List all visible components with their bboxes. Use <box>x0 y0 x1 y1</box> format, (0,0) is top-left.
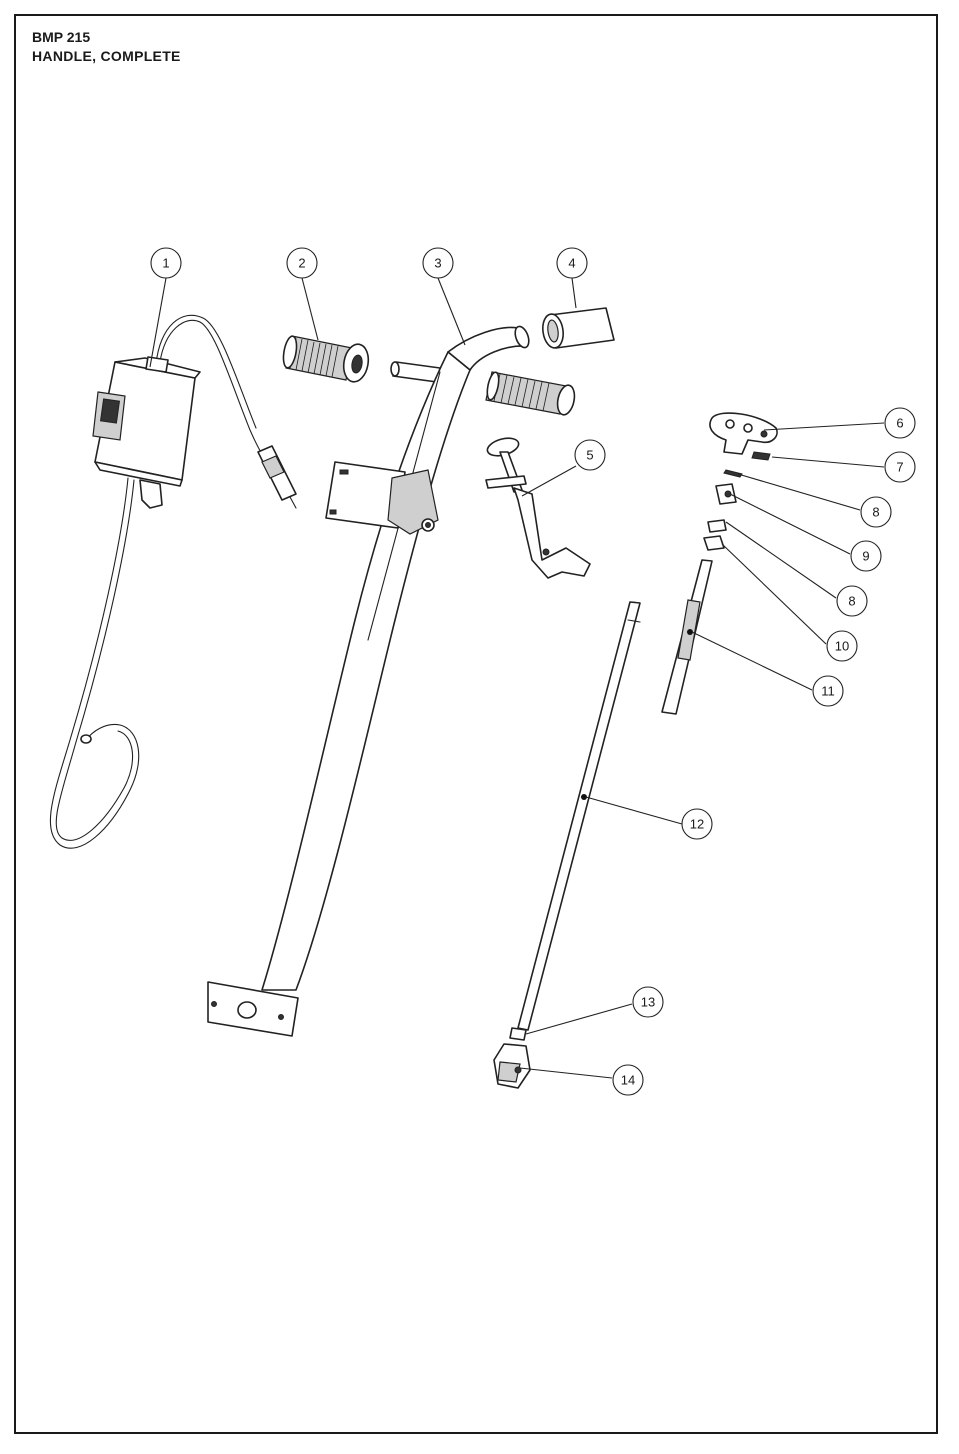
callout-8-upper-label: 8 <box>872 505 879 520</box>
callout-12-label: 12 <box>690 817 704 832</box>
callout-13: 13 <box>632 986 664 1018</box>
callout-14-label: 14 <box>621 1073 635 1088</box>
callout-4: 4 <box>556 247 588 279</box>
callout-10: 10 <box>826 630 858 662</box>
callout-10-label: 10 <box>835 639 849 654</box>
part-3-handle-frame <box>207 325 576 1037</box>
leader-lines <box>149 277 885 1079</box>
part-9-block <box>715 483 737 505</box>
callout-6-label: 6 <box>896 416 903 431</box>
part-11-shaft <box>661 559 713 715</box>
part-12-rod <box>517 601 641 1031</box>
callout-11: 11 <box>812 675 844 707</box>
drawing-title: HANDLE, COMPLETE <box>32 48 181 64</box>
callout-8-lower-label: 8 <box>848 594 855 609</box>
callout-9: 9 <box>850 540 882 572</box>
model-number: BMP 215 <box>32 29 91 45</box>
part-5-lever <box>485 437 591 579</box>
part-7-pin <box>751 451 771 461</box>
part-4-sleeve <box>542 307 615 349</box>
part-10-nut <box>703 535 725 551</box>
part-14-clevis <box>493 1043 531 1089</box>
callout-3-label: 3 <box>434 256 441 271</box>
callout-7-label: 7 <box>896 460 903 475</box>
part-8-washer-upper <box>723 469 743 478</box>
callout-3: 3 <box>422 247 454 279</box>
callout-13-label: 13 <box>641 995 655 1010</box>
callout-12: 12 <box>681 808 713 840</box>
callout-9-label: 9 <box>862 549 869 564</box>
callout-2: 2 <box>286 247 318 279</box>
callout-14: 14 <box>612 1064 644 1096</box>
part-8-washer-lower <box>707 519 727 533</box>
callout-8-upper: 8 <box>860 496 892 528</box>
part-2-grip <box>282 335 370 383</box>
callout-4-label: 4 <box>568 256 575 271</box>
callout-6: 6 <box>884 407 916 439</box>
part-6-top-lever <box>709 412 778 455</box>
callout-11-label: 11 <box>821 684 835 699</box>
title-block: BMP 215 HANDLE, COMPLETE <box>32 28 181 66</box>
callout-5: 5 <box>574 439 606 471</box>
part-13-collar <box>509 1027 527 1041</box>
callout-1: 1 <box>150 247 182 279</box>
callout-5-label: 5 <box>586 448 593 463</box>
part-1-switch-box <box>49 314 297 849</box>
callout-1-label: 1 <box>162 256 169 271</box>
drawing-frame <box>14 14 938 1434</box>
callout-7: 7 <box>884 451 916 483</box>
callout-8-lower: 8 <box>836 585 868 617</box>
callout-2-label: 2 <box>298 256 305 271</box>
